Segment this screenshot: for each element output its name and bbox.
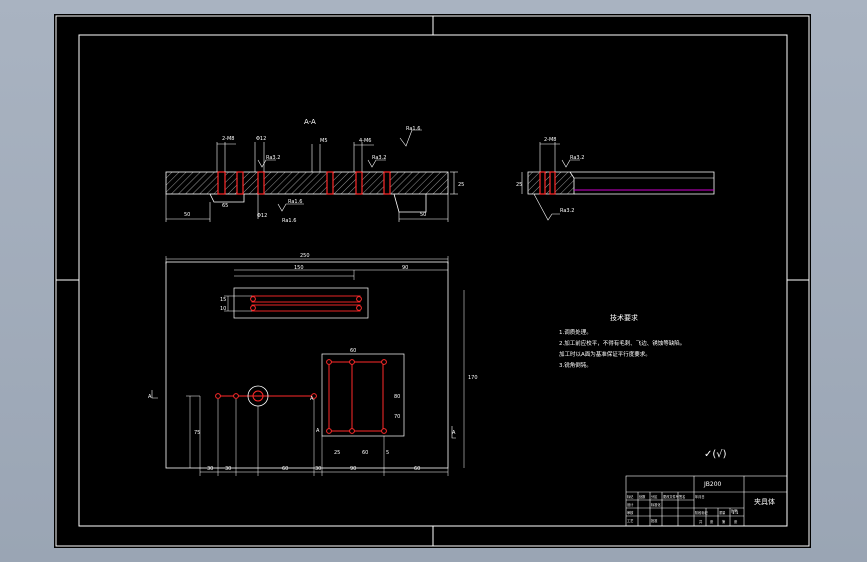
hole-label-2m8: 2-M8 <box>222 136 234 142</box>
clamp-rect-outer <box>321 353 405 437</box>
rect-bottom-5: 5 <box>386 450 389 456</box>
tb-cell-7: 标准化 <box>651 502 661 507</box>
tech-req-item-1: 1.调质处理。 <box>559 328 592 336</box>
bottom-dim-4: 30 <box>315 466 321 472</box>
slot-1 <box>251 295 361 303</box>
section-mark-a-4: A <box>452 430 456 436</box>
tb-cell-10: 批准 <box>651 518 658 523</box>
bottom-dim-5: 90 <box>350 466 356 472</box>
rect-bottom-25: 25 <box>334 450 340 456</box>
rect-top-dim: 60 <box>350 348 356 354</box>
plan-view: 250 150 90 15 10 170 60 80 70 25 60 5 <box>148 253 478 476</box>
technical-requirements: 技术要求 1.调质处理。 2.加工前应校平，不得有毛刺、飞边、锈蚀等缺陷。 加工… <box>559 313 685 369</box>
dim-65: 65 <box>222 203 228 209</box>
section-mark-a-1: A <box>148 394 152 400</box>
section-body-hatch <box>165 171 449 195</box>
roughness-note: ✓(√) <box>704 449 727 460</box>
clamp-rect-inner <box>328 361 384 432</box>
title-scale: 1:1 <box>732 510 739 515</box>
tb-cell-2: 分区 <box>651 494 658 499</box>
bottom-dim-2: 30 <box>225 466 231 472</box>
tb-cell-12: 重量 <box>719 510 726 515</box>
bottom-dim-3: 60 <box>282 466 288 472</box>
tech-req-item-4: 3.锐角倒钝。 <box>559 361 592 369</box>
roughness-ra32-a: Ra3.2 <box>266 155 280 161</box>
rect-side-70: 70 <box>394 414 400 420</box>
drawing-frame <box>55 15 810 547</box>
slot-side-15: 15 <box>220 297 226 303</box>
side-body-outline <box>570 171 715 195</box>
side-hole-label: 2-M8 <box>544 137 556 143</box>
tb-cell-9: 工艺 <box>627 518 633 523</box>
dim-25: 25 <box>458 182 464 188</box>
section-view: A-A <box>165 118 464 224</box>
roughness-ra32-b: Ra3.2 <box>372 155 386 161</box>
section-recess <box>209 193 245 203</box>
tb-cell-16: 第 <box>722 519 726 524</box>
tech-req-item-2: 2.加工前应校平，不得有毛刺、飞边、锈蚀等缺陷。 <box>559 339 685 347</box>
rect-bottom-60: 60 <box>362 450 368 456</box>
slot-box <box>233 287 369 319</box>
section-mark-a-2: A <box>310 396 314 402</box>
side-roughness-a: Ra3.2 <box>570 155 584 161</box>
dim-50-right: 50 <box>420 212 426 218</box>
title-part-code: JB200 <box>703 481 722 488</box>
hole-label-4m6: 4-M6 <box>359 138 371 144</box>
title-drawing-name: 夹具体 <box>754 497 775 506</box>
tb-cell-6: 设计 <box>627 502 634 507</box>
tech-req-title: 技术要求 <box>610 313 638 322</box>
tb-cell-13: 比例 <box>731 508 737 513</box>
plan-outline <box>165 261 449 469</box>
section-recess-2 <box>393 193 427 213</box>
side-roughness-b: Ra3.2 <box>560 208 574 214</box>
tb-cell-5: 年月日 <box>695 494 705 499</box>
slot-side-10: 10 <box>220 306 226 312</box>
section-holes <box>217 171 391 195</box>
tb-cell-14: 共 <box>699 519 703 524</box>
rect-side-80: 80 <box>394 394 400 400</box>
title-block <box>625 475 788 527</box>
tech-req-item-3: 加工时以A面为基准保证平行度要求。 <box>559 350 651 358</box>
boss-inner <box>252 390 264 402</box>
tb-cell-11: 阶段标记 <box>695 510 709 515</box>
bottom-label-phi12: Φ12 <box>257 213 267 219</box>
side-height: 25 <box>516 182 522 188</box>
dim-50-left: 50 <box>184 212 190 218</box>
bottom-dim-6: 60 <box>414 466 420 472</box>
roughness-ra16-b: Ra1.6 <box>288 199 302 205</box>
slot-dim-150: 150 <box>294 265 304 271</box>
tb-cell-15: 张 <box>710 519 714 524</box>
tb-cell-1: 处数 <box>639 494 646 499</box>
slot-dim-90: 90 <box>402 265 408 271</box>
bottom-dim-1: 30 <box>207 466 213 472</box>
section-mark-a-3: A <box>316 428 320 434</box>
tb-cell-3: 更改文件号 <box>663 494 679 499</box>
slot-2 <box>251 304 361 312</box>
tb-cell-4: 签名 <box>679 494 685 499</box>
bottom-label-ra16: Ra1.6 <box>282 218 296 224</box>
cad-viewport[interactable]: A-A <box>54 14 811 548</box>
title-block-cells: 标记 处数 分区 更改文件号 签名 年月日 设计 标准化 审核 工艺 批准 阶段… <box>627 494 738 524</box>
left-height: 75 <box>194 430 200 436</box>
roughness-ra16-a: Ra1.6 <box>406 126 420 132</box>
tb-cell-17: 张 <box>734 519 738 524</box>
right-height: 170 <box>468 375 478 381</box>
tb-cell-0: 标记 <box>627 494 634 499</box>
section-title: A-A <box>304 118 316 126</box>
tb-cell-8: 审核 <box>627 510 634 515</box>
overall-width: 250 <box>300 253 310 259</box>
cad-drawing: A-A <box>55 15 810 547</box>
hole-label-m5: M5 <box>320 138 328 144</box>
hole-label-phi12: Φ12 <box>256 136 266 142</box>
side-view: 2-M8 Ra3.2 Ra3.2 25 <box>516 137 715 221</box>
